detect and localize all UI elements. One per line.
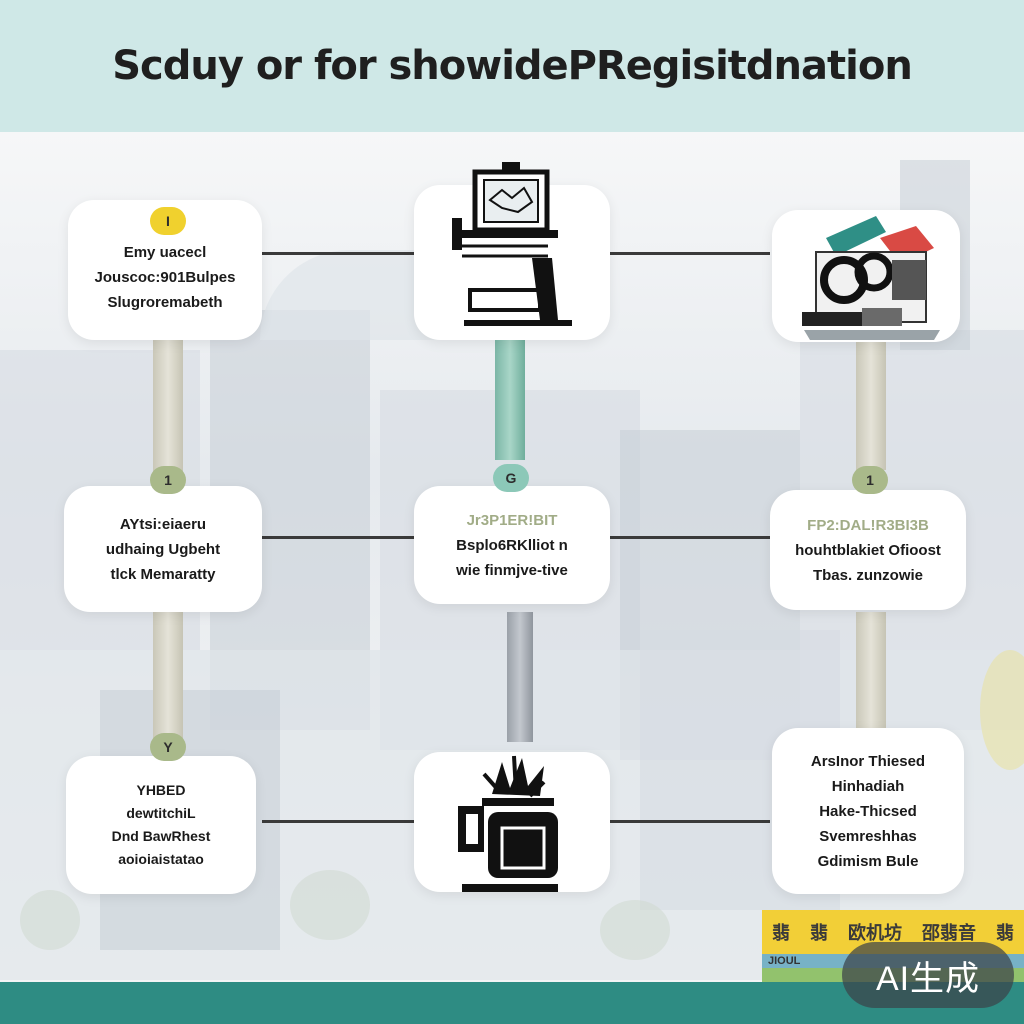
step-card: YHBED dewtitchiL Dnd BawRhest aoioiaista… (66, 756, 256, 894)
step-badge: G (493, 464, 529, 492)
connector-line (262, 252, 414, 255)
stripe-text: 邵翡音 (922, 923, 976, 943)
stripe-text: 翡 (810, 923, 828, 943)
step-text: FP2:DAL!R3BI3B (807, 516, 929, 534)
step-badge: I (150, 207, 186, 235)
connector-pillar (856, 612, 886, 732)
step-text: houhtblakiet Ofioost (795, 541, 941, 559)
header-banner: Scduy or for showidePRegisitdnation (0, 0, 1024, 132)
step-card: ArsInor Thiesed Hinhadiah Hake-Thicsed S… (772, 728, 964, 894)
ai-generated-watermark: AI生成 (842, 942, 1014, 1008)
connector-line (262, 536, 414, 539)
step-text: Jouscoc:901Bulpes (94, 268, 236, 286)
monitor-desk-icon (452, 162, 572, 326)
connector-line (262, 820, 414, 823)
step-card: Jr3P1ER!BIT Bsplo6RKlliot n wie finmjve-… (414, 486, 610, 604)
step-text: YHBED (136, 782, 186, 798)
step-text: Jr3P1ER!BIT (466, 511, 558, 529)
connector-line (610, 252, 770, 255)
building-machinery-icon (802, 216, 940, 340)
step-card: FP2:DAL!R3BI3B houhtblakiet Ofioost Tbas… (770, 490, 966, 610)
connector-pillar (153, 612, 183, 742)
step-text: ArsInor Thiesed (810, 752, 926, 770)
stripe-text: 欧机坊 (848, 923, 902, 943)
step-text: dewtitchiL (126, 805, 196, 821)
step-text: Gdimism Bule (817, 852, 919, 870)
step-text: Hake-Thicsed (819, 802, 917, 820)
page-title: Scduy or for showidePRegisitdnation (112, 43, 913, 89)
step-text: udhaing Ugbeht (105, 540, 221, 558)
connector-line (610, 536, 770, 539)
step-text: Tbas. zunzowie (812, 566, 923, 584)
step-text: Dnd BawRhest (111, 828, 211, 844)
step-badge: Y (150, 733, 186, 761)
step-text: AYtsi:eiaeru (119, 515, 207, 533)
step-text: tlck Memaratty (110, 565, 216, 583)
step-text: Emy uacecl (123, 243, 207, 261)
step-text: wie finmjve-tive (456, 561, 568, 579)
plant-cart-icon (458, 755, 558, 892)
step-text: Svemreshhas (819, 827, 917, 845)
connector-pillar (507, 612, 533, 742)
connector-pillar (856, 335, 886, 470)
stripe-text: 翡 (772, 923, 790, 943)
step-card: AYtsi:eiaeru udhaing Ugbeht tlck Memarat… (64, 486, 262, 612)
stripe-text: 翡 (996, 923, 1014, 943)
step-badge: 1 (150, 466, 186, 494)
connector-line (610, 820, 770, 823)
step-text: aoioiaistatao (118, 851, 204, 867)
connector-pillar (495, 335, 525, 460)
step-text: Slugroremabeth (107, 293, 223, 311)
connector-pillar (153, 335, 183, 475)
step-badge: 1 (852, 466, 888, 494)
step-text: Hinhadiah (831, 777, 905, 795)
step-text: Bsplo6RKlliot n (456, 536, 568, 554)
